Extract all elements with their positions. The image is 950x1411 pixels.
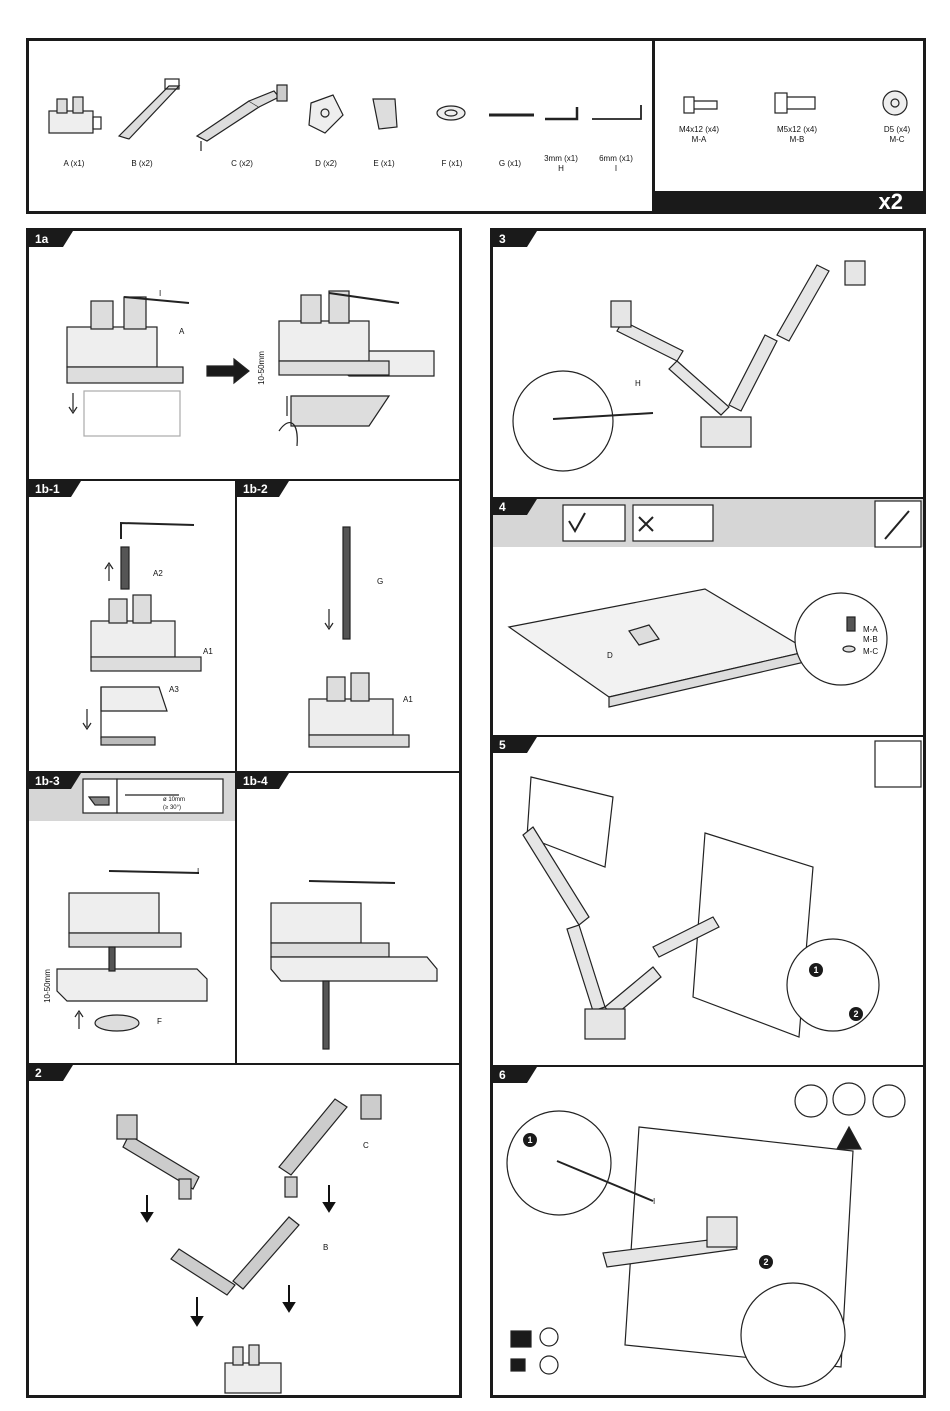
callout-A2: A2: [153, 569, 163, 579]
part-label-F: F (x1): [427, 159, 477, 169]
screw-multiplier-bar: x2: [655, 191, 923, 213]
callout-B-step2: B: [323, 1243, 328, 1253]
screw-code-MA: M-A: [669, 135, 729, 145]
step-1b-2: 1b-2 G A1: [237, 481, 459, 773]
callout-I-1b3: I: [197, 867, 199, 877]
step-1b-1: 1b-1 A2 A1 A3: [29, 481, 237, 773]
screw-code-MB: M-B: [767, 135, 827, 145]
part-label-C: C (x2): [217, 159, 267, 169]
part-label-B: B (x2): [117, 159, 167, 169]
callout-range-1b3: 10-50mm: [43, 969, 53, 1003]
step-1b-2-illustration: [237, 481, 459, 773]
screw-code-MC: M-C: [867, 135, 927, 145]
step-1a: 1a I A 10-50mm: [29, 231, 459, 481]
step-6-illustration: [493, 1067, 923, 1395]
step-3: 3 H: [493, 231, 923, 499]
part-label-I: 6mm (x1): [591, 154, 641, 164]
callout-I-1a: I: [159, 289, 161, 299]
step-1b-3: 1b-3 ø 10mm (≥ 30°) I 10-50mm F: [29, 773, 237, 1065]
step-2-illustration: [29, 1065, 459, 1395]
callout-A1-1b2: A1: [403, 695, 413, 705]
step-3-illustration: [493, 231, 923, 499]
part-label-H-sub: H: [536, 164, 586, 174]
callout-H: H: [635, 379, 641, 389]
step-4: 4 D M-A M-B M-C: [493, 499, 923, 737]
step6-badge-1: 1: [523, 1133, 537, 1147]
part-label-I-sub: I: [591, 164, 641, 174]
callout-MA: M-A: [863, 625, 878, 635]
step5-badge-1: 1: [809, 963, 823, 977]
step-6: 6 1 2 I: [493, 1067, 923, 1395]
part-label-D: D (x2): [301, 159, 351, 169]
callout-A3: A3: [169, 685, 179, 695]
screw-size-MA: M4x12 (x4): [669, 125, 729, 135]
left-steps-panel: 1a I A 10-50mm 1b-1: [26, 228, 462, 1398]
parts-list-panel: A (x1) B (x2) C (x2) D (x2) E (x1) F (x1…: [26, 38, 926, 214]
callout-G: G: [377, 577, 383, 587]
step-1b-4-illustration: [237, 773, 459, 1065]
callout-I-step6: I: [653, 1197, 655, 1207]
step-4-illustration: [493, 499, 923, 737]
step-1b-3-illustration: [29, 773, 237, 1065]
callout-range-1a: 10-50mm: [257, 351, 267, 385]
callout-MB: M-B: [863, 635, 878, 645]
callout-D: D: [607, 651, 613, 661]
step-1b-4: 1b-4: [237, 773, 459, 1065]
step5-badge-2: 2: [849, 1007, 863, 1021]
step-5: 5 1 2: [493, 737, 923, 1067]
step-1b-1-illustration: [29, 481, 237, 773]
callout-A1: A1: [203, 647, 213, 657]
step6-badge-2: 2: [759, 1255, 773, 1269]
right-steps-panel: 3 H 4: [490, 228, 926, 1398]
part-label-A: A (x1): [49, 159, 99, 169]
callout-A-1a: A: [179, 327, 184, 337]
callout-C-step2: C: [363, 1141, 369, 1151]
screw-size-MC: D5 (x4): [867, 125, 927, 135]
callout-F: F: [157, 1017, 162, 1027]
step-1a-illustration: [29, 231, 459, 481]
part-label-H: 3mm (x1): [536, 154, 586, 164]
part-label-G: G (x1): [485, 159, 535, 169]
screw-size-MB: M5x12 (x4): [767, 125, 827, 135]
callout-MC: M-C: [863, 647, 878, 657]
part-label-E: E (x1): [359, 159, 409, 169]
step-2: 2 C B: [29, 1065, 459, 1395]
drill-angle-label: (≥ 30°): [163, 803, 181, 813]
